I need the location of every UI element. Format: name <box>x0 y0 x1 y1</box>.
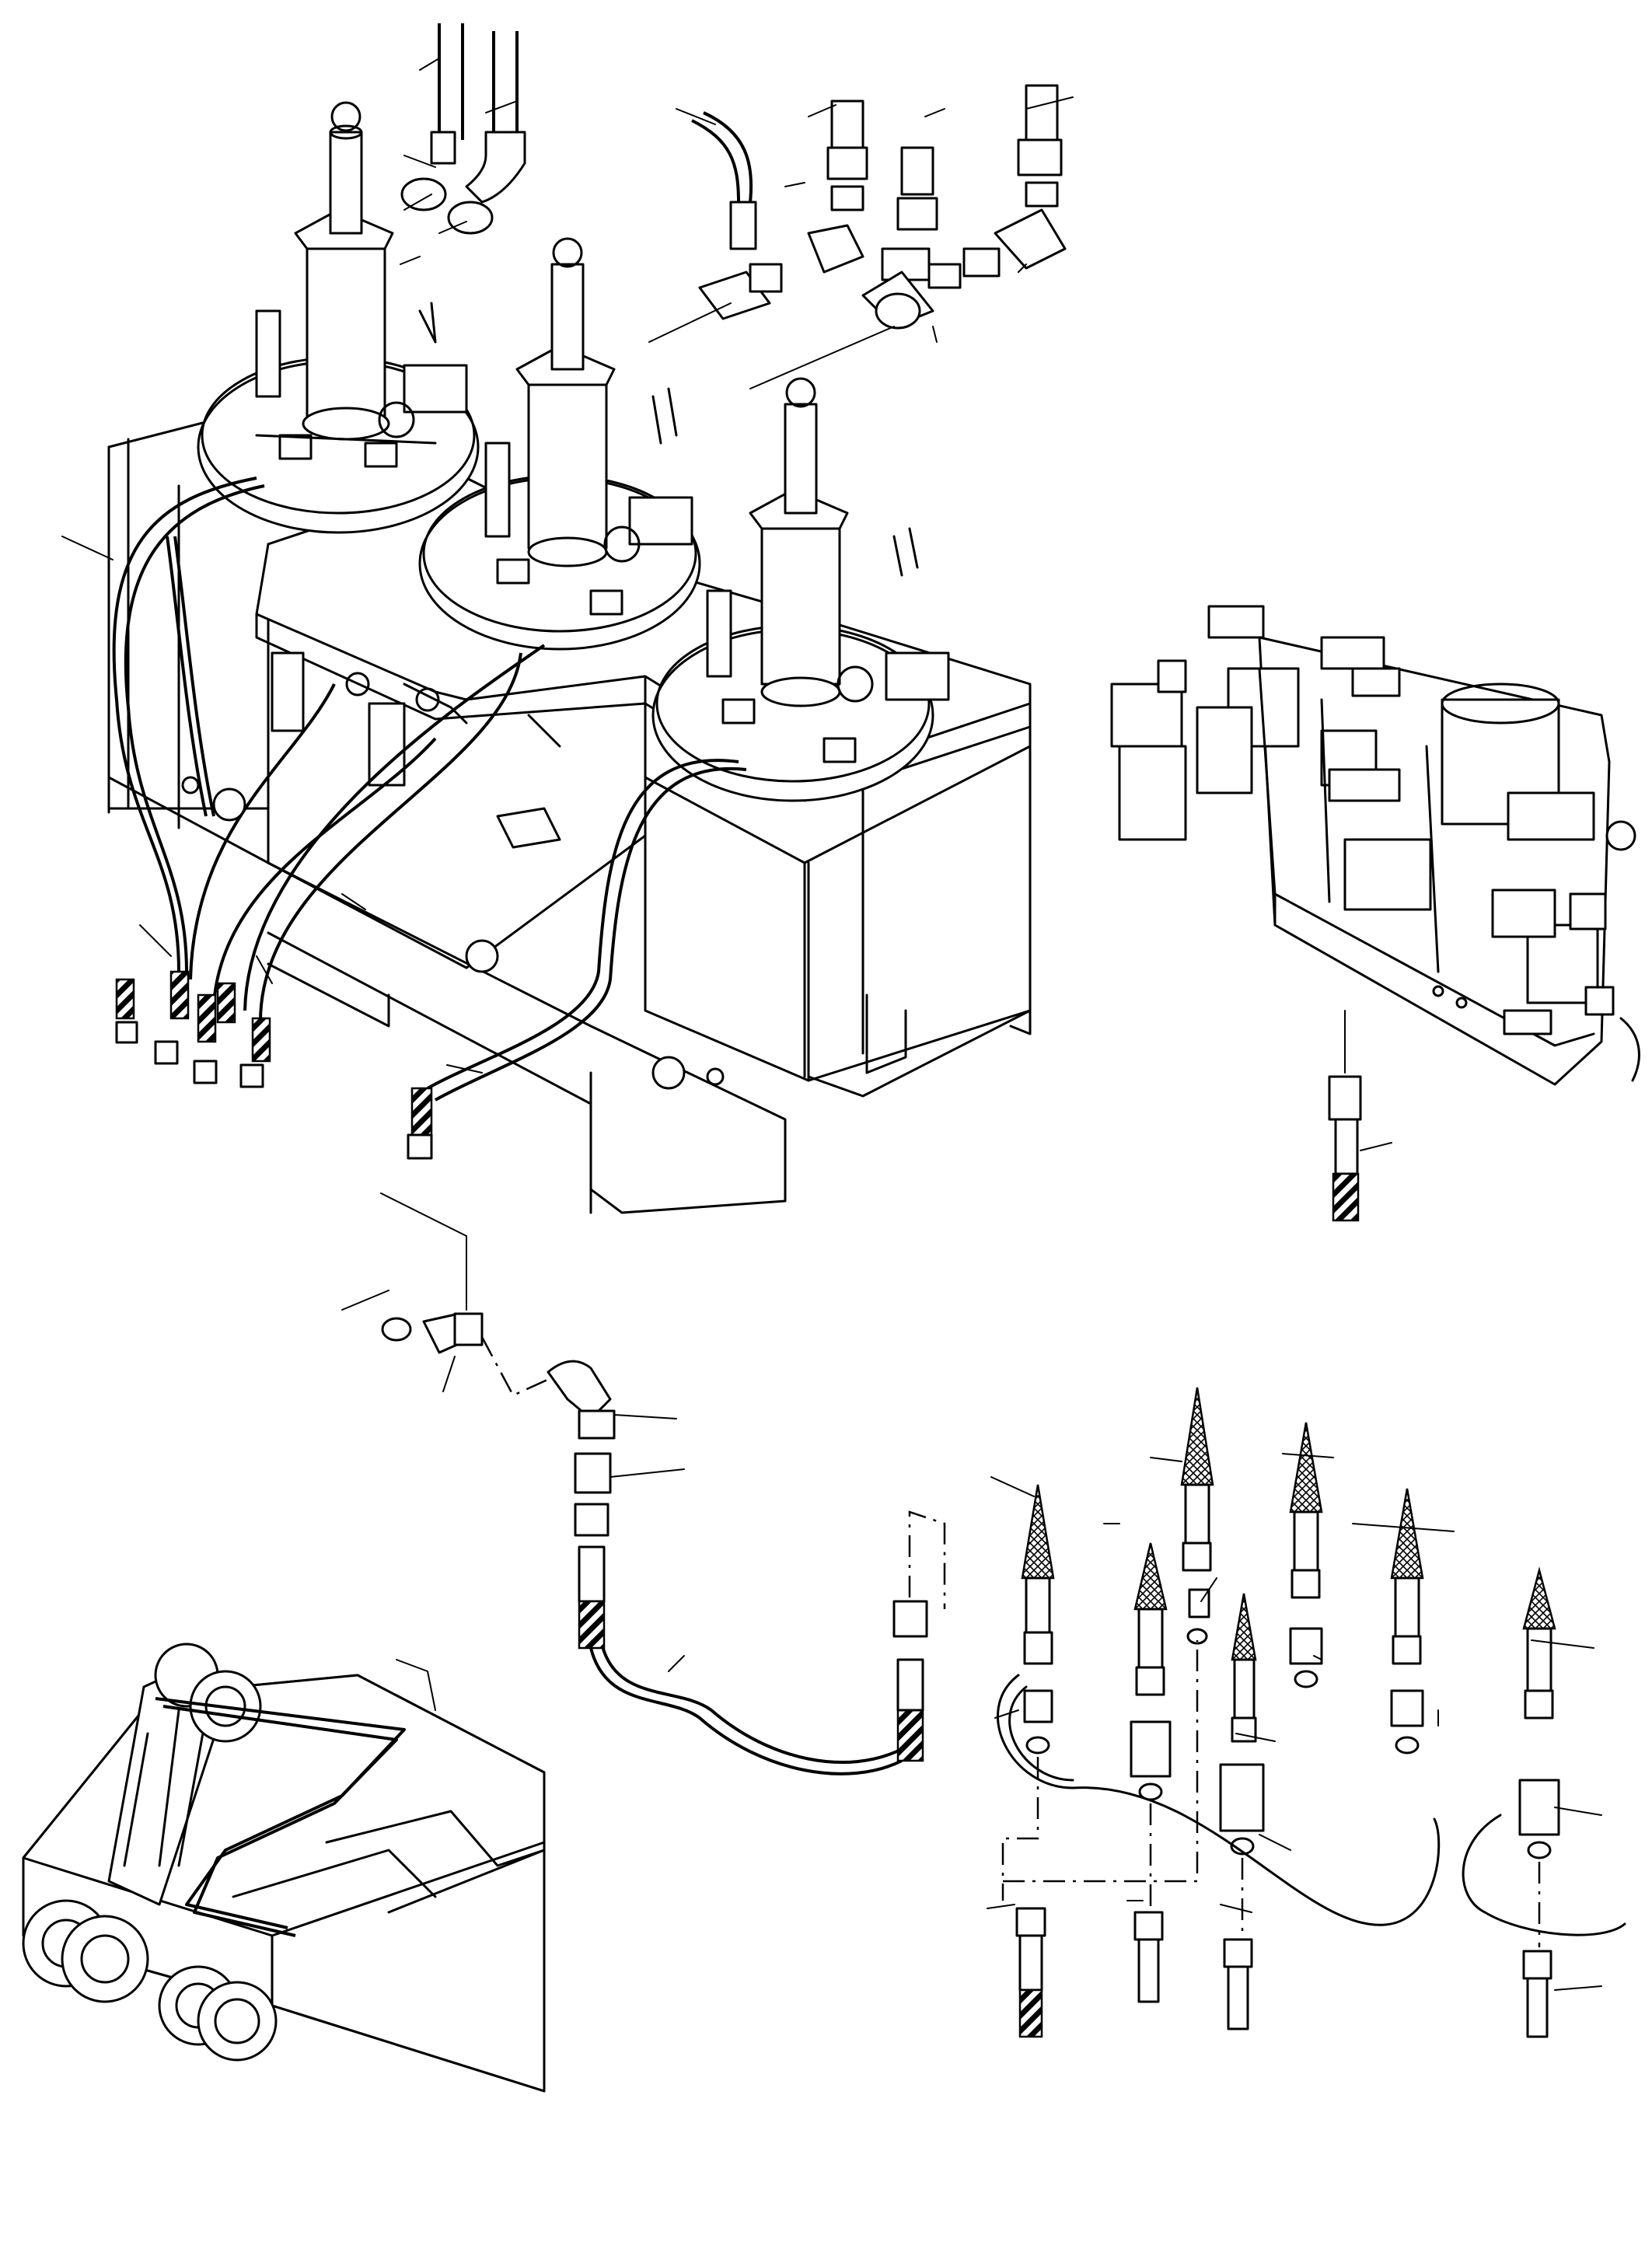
base-frame <box>107 776 787 1214</box>
filter-1 <box>271 651 305 732</box>
hose-end-fittings <box>115 970 433 1160</box>
valve-1 <box>1207 605 1265 639</box>
adapter-and-hose-exploded-view <box>341 1192 946 1775</box>
hose-2 <box>124 484 265 972</box>
washer <box>381 1317 412 1342</box>
reservoir-tank-assembly <box>61 23 1074 1214</box>
filter-2 <box>368 702 406 787</box>
hose-long <box>589 1647 903 1775</box>
hose-6 <box>258 652 522 1027</box>
hose-3 <box>189 683 336 980</box>
hose-7 <box>427 759 739 1090</box>
grease-fitting-hose-ends <box>987 1387 1626 2038</box>
manifold-block-2 <box>1196 706 1253 794</box>
hose-8 <box>435 766 747 1102</box>
callout-leaders-tank <box>61 58 1074 1074</box>
exploded-top-fittings <box>400 23 1067 330</box>
machine-frame-hose-routing <box>22 1643 546 2093</box>
pump-2 <box>484 237 693 616</box>
hose-1 <box>112 477 257 972</box>
filter-housing <box>1118 745 1187 841</box>
hose-5 <box>243 644 546 1011</box>
pump-1 <box>255 101 468 468</box>
hose-4 <box>212 737 437 1004</box>
valve-manifold-assembly <box>1110 605 1640 1222</box>
elbow-fitting <box>547 1360 612 1420</box>
pump-3 <box>706 377 950 763</box>
